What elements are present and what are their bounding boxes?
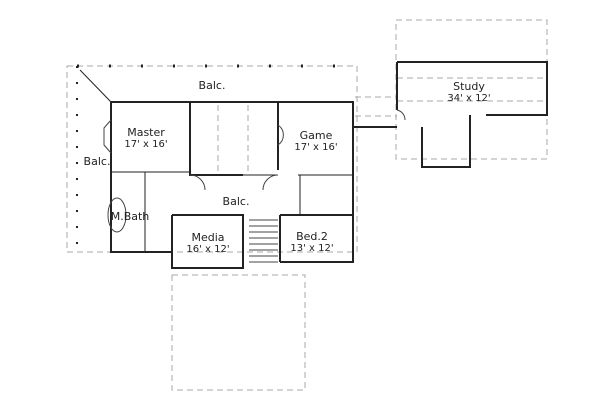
- room-size-master: 17' x 16': [124, 139, 168, 150]
- room-size-study: 34' x 12': [447, 93, 491, 104]
- stairs: [249, 219, 278, 263]
- room-label-game: Game: [299, 129, 333, 142]
- walls: [76, 61, 548, 269]
- room-label-balcony-center: Balc.: [222, 195, 250, 208]
- room-label-media: Media: [191, 231, 225, 244]
- room-label-master: Master: [127, 126, 165, 139]
- room-label-master-bath: M.Bath: [110, 210, 150, 223]
- room-size-game: 17' x 16': [294, 142, 338, 153]
- room-size-media: 16' x 12': [186, 244, 230, 255]
- room-label-balcony-north: Balc.: [198, 79, 226, 92]
- room-label-study: Study: [453, 80, 485, 93]
- room-size-bed-2: 13' x 12': [290, 243, 334, 254]
- roof-outlines: [66, 19, 548, 391]
- room-label-bed-2: Bed.2: [296, 230, 328, 243]
- room-label-balcony-west: Balc.: [83, 155, 111, 168]
- tub-and-doors: [103, 109, 406, 233]
